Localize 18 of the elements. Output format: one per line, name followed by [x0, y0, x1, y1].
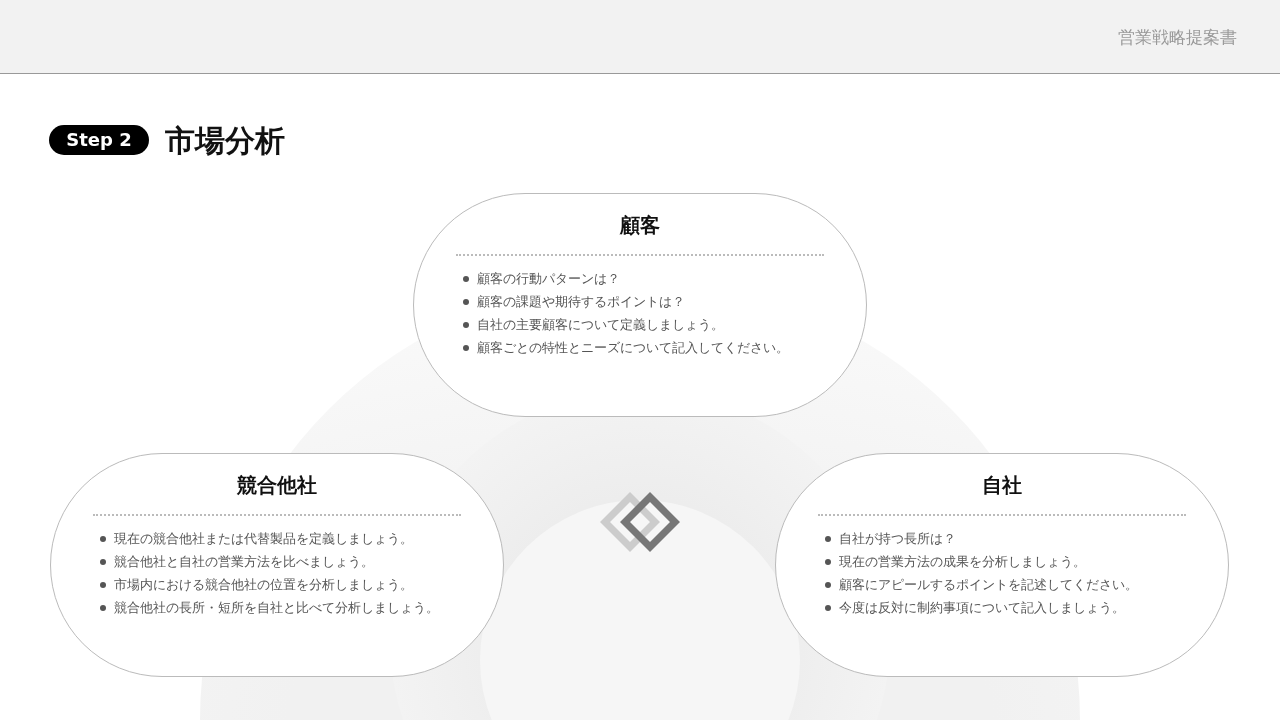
bullet-text: 今度は反対に制約事項について記入しましょう。 [839, 600, 1125, 615]
bullet-text: 現在の競合他社または代替製品を定義しましょう。 [114, 531, 413, 546]
page-title: 市場分析 [165, 122, 285, 160]
bullet-text: 顧客の行動パターンは？ [477, 271, 620, 286]
bullet-text: 顧客ごとの特性とニーズについて記入してください。 [477, 340, 789, 355]
pill-heading: 競合他社 [236, 472, 318, 499]
bullet-text: 顧客にアピールするポイントを記述してください。 [839, 577, 1138, 592]
bullet-text: 市場内における競合他社の位置を分析しましょう。 [114, 577, 413, 592]
bullet-text: 競合他社と自社の営業方法を比べましょう。 [114, 554, 374, 569]
bullet-text: 現在の営業方法の成果を分析しましょう。 [839, 554, 1086, 569]
bullet-text: 競合他社の長所・短所を自社と比べて分析しましょう。 [114, 600, 439, 615]
pill-heading: 自社 [981, 472, 1023, 499]
pill-heading: 顧客 [618, 212, 661, 239]
bullet-text: 自社の主要顧客について定義しましょう。 [477, 317, 724, 332]
step-badge: Step 2 [49, 125, 149, 155]
bullet-text: 自社が持つ長所は？ [839, 531, 956, 546]
bullet-text: 顧客の課題や期待するポイントは？ [477, 294, 685, 309]
document-title: 営業戦略提案書 [1118, 26, 1237, 49]
